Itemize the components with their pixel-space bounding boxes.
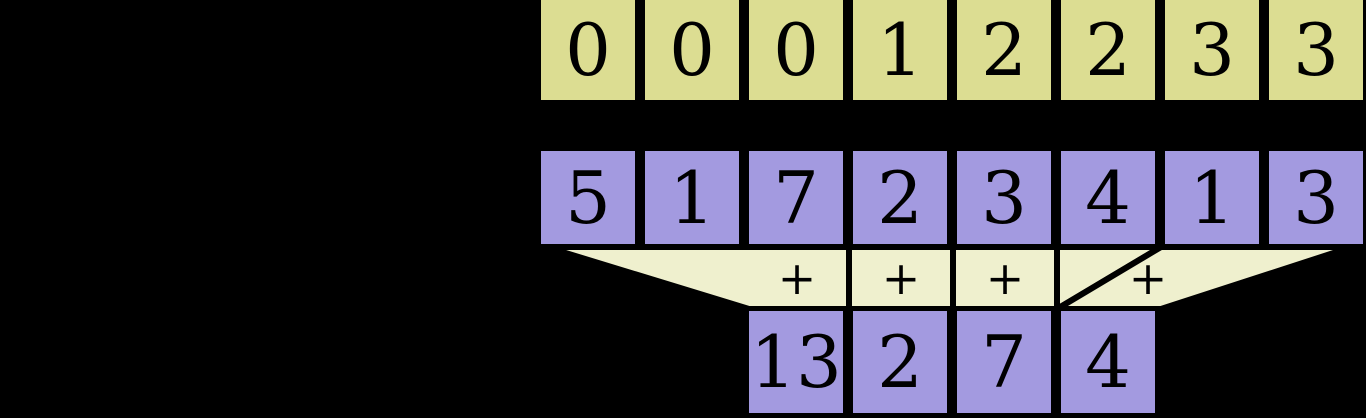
funnel-passthrough-b [950, 244, 1060, 312]
value-cell: 3 [1264, 146, 1366, 249]
value-cell: 5 [536, 146, 640, 249]
value-cell: 7 [744, 146, 848, 249]
funnel-left [545, 244, 852, 312]
result-cell: 4 [1056, 306, 1160, 418]
value-cell: 4 [1056, 146, 1160, 249]
flag-cell: 0 [744, 0, 848, 105]
value-cell: 1 [640, 146, 744, 249]
connector-band: + + + + [0, 244, 1366, 312]
value-cell: 1 [1160, 146, 1264, 249]
funnel-right [1046, 244, 1353, 312]
flag-cell: 3 [1264, 0, 1366, 105]
result-cell: 2 [848, 306, 952, 418]
flag-cell: 2 [1056, 0, 1160, 105]
flag-cell: 2 [952, 0, 1056, 105]
flag-cell: 3 [1160, 0, 1264, 105]
funnel-passthrough-a [846, 244, 956, 312]
value-cell: 3 [952, 146, 1056, 249]
flag-cell: 0 [640, 0, 744, 105]
result-cell: 7 [952, 306, 1056, 418]
value-cell: 2 [848, 146, 952, 249]
connector-shapes [545, 244, 1353, 312]
result-cell: 13 [744, 306, 848, 418]
flag-cell: 0 [536, 0, 640, 105]
flag-cell: 1 [848, 0, 952, 105]
